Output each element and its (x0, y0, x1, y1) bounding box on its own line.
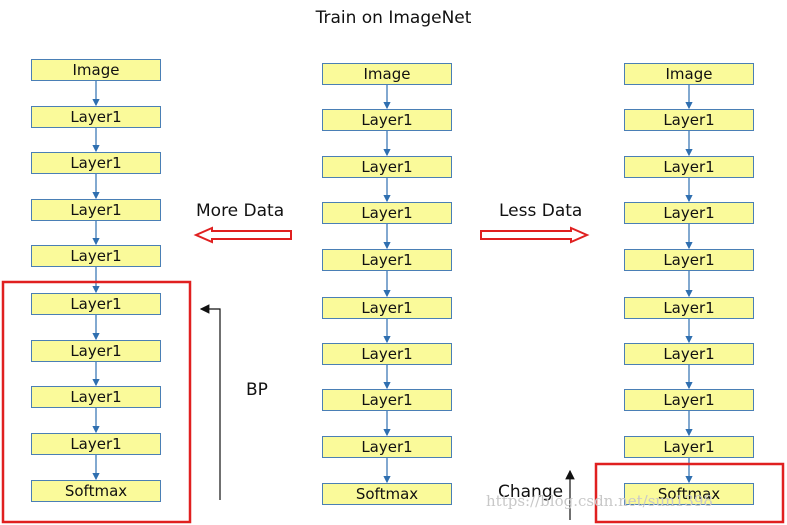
right-node-8: Layer1 (624, 389, 754, 411)
left-node-4: Layer1 (31, 199, 161, 221)
column-connectors (92, 81, 693, 484)
center-node-9: Layer1 (322, 436, 452, 458)
center-node-7: Layer1 (322, 343, 452, 365)
center-node-1: Image (322, 63, 452, 85)
left-node-5: Layer1 (31, 245, 161, 267)
right-node-3: Layer1 (624, 156, 754, 178)
right-node-7: Layer1 (624, 343, 754, 365)
left-node-10: Softmax (31, 480, 161, 502)
change-label: Change (498, 482, 564, 502)
bp-arrow (199, 304, 221, 500)
left-node-6: Layer1 (31, 293, 161, 315)
right-fine-tune-highlight (594, 462, 785, 524)
right-node-9: Layer1 (624, 436, 754, 458)
right-node-6: Layer1 (624, 297, 754, 319)
left-node-7: Layer1 (31, 340, 161, 362)
center-node-4: Layer1 (322, 202, 452, 224)
left-node-2: Layer1 (31, 106, 161, 128)
left-node-9: Layer1 (31, 433, 161, 455)
center-node-8: Layer1 (322, 389, 452, 411)
left-fine-tune-highlight (1, 280, 192, 524)
center-node-3: Layer1 (322, 156, 452, 178)
more-data-label: More Data (196, 201, 285, 221)
right-node-2: Layer1 (624, 109, 754, 131)
center-node-2: Layer1 (322, 109, 452, 131)
right-node-5: Layer1 (624, 249, 754, 271)
left-node-3: Layer1 (31, 152, 161, 174)
bp-label: BP (246, 380, 268, 400)
center-node-5: Layer1 (322, 249, 452, 271)
less-data-arrow (480, 226, 590, 244)
left-node-8: Layer1 (31, 386, 161, 408)
center-node-10: Softmax (322, 483, 452, 505)
diagram-title: Train on ImageNet (315, 8, 472, 28)
right-node-4: Layer1 (624, 202, 754, 224)
left-node-1: Image (31, 59, 161, 81)
center-node-6: Layer1 (322, 297, 452, 319)
right-node-1: Image (624, 63, 754, 85)
watermark: https://blog.csdn.net/sun1398 (486, 492, 713, 510)
more-data-arrow (193, 226, 292, 244)
right-node-10: Softmax (624, 483, 754, 505)
less-data-label: Less Data (499, 201, 583, 221)
